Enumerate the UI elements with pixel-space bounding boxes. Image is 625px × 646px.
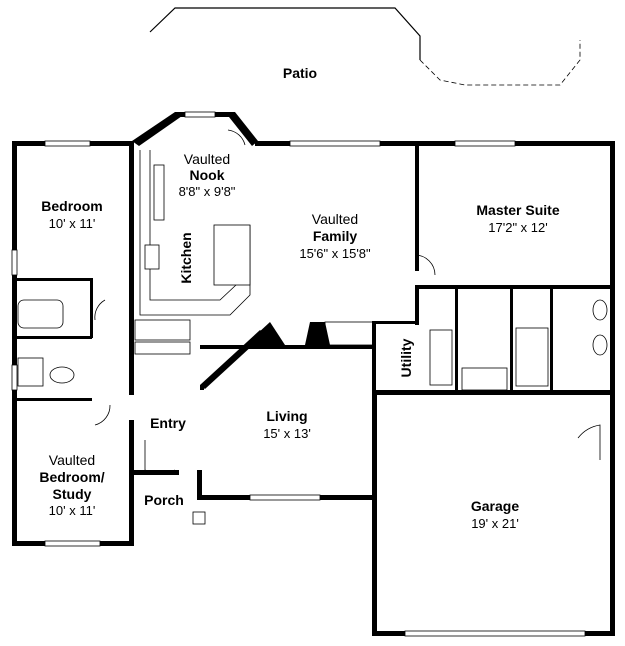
exterior-walls [11, 111, 615, 637]
utility-label: Utility [398, 338, 414, 377]
living-dims: 15' x 13' [263, 426, 311, 441]
family-label-line1: Vaulted [312, 211, 358, 227]
study-label-line1: Vaulted [49, 452, 95, 468]
master-label: Master Suite [476, 202, 559, 218]
patio-label: Patio [283, 65, 317, 81]
family-dims: 15'6" x 15'8" [299, 246, 371, 261]
interior-walls [12, 141, 615, 475]
family-label-line2: Family [313, 228, 358, 244]
nook-label-line1: Vaulted [184, 151, 230, 167]
entry-label: Entry [150, 415, 186, 431]
living-label: Living [266, 408, 307, 424]
bedroom-dims: 10' x 11' [49, 216, 96, 231]
study-label-line2: Bedroom/ [39, 469, 104, 485]
nook-dims: 8'8" x 9'8" [179, 184, 236, 199]
kitchen-label: Kitchen [178, 232, 194, 283]
nook-label-line2: Nook [190, 167, 225, 183]
bath-fixtures [17, 299, 608, 391]
bedroom-label: Bedroom [41, 198, 102, 214]
garage-dims: 19' x 21' [471, 516, 519, 531]
garage-label: Garage [471, 498, 519, 514]
study-dims: 10' x 11' [49, 503, 96, 518]
master-dims: 17'2" x 12' [488, 220, 547, 235]
patio-outline [149, 7, 581, 86]
room-labels: Patio Vaulted Nook 8'8" x 9'8" Kitchen V… [39, 65, 560, 531]
doors [94, 129, 601, 525]
porch-label: Porch [144, 492, 184, 508]
kitchen-counters [134, 150, 251, 355]
study-label-line3: Study [53, 486, 92, 502]
